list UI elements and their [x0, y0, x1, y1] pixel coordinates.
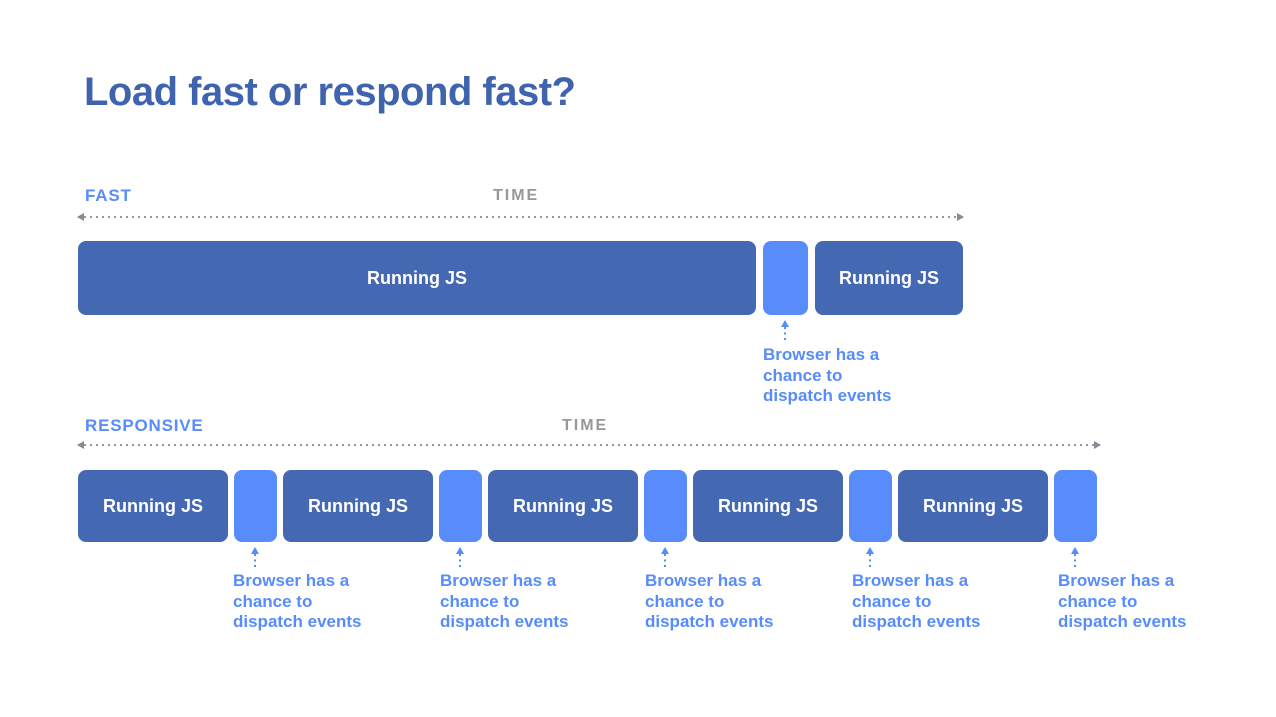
fast-running-js-bar-1: Running JS	[78, 241, 756, 315]
responsive-event-gap-bar-5	[1054, 470, 1097, 542]
fast-running-js-bar-2: Running JS	[815, 241, 963, 315]
annotation-line: dispatch events	[1058, 612, 1187, 631]
annotation-line: dispatch events	[763, 386, 892, 405]
annotation-line: Browser has a	[763, 345, 880, 364]
annotation-line: dispatch events	[852, 612, 981, 631]
annotation-line: dispatch events	[645, 612, 774, 631]
responsive-timeline-label: RESPONSIVE	[85, 416, 204, 435]
responsive-running-js-bar-2: Running JS	[283, 470, 433, 542]
annotation-line: Browser has a	[440, 571, 557, 590]
annotation-line: chance to	[1058, 591, 1138, 611]
annotation-line: dispatch events	[233, 612, 362, 631]
running-js-label: Running JS	[367, 267, 467, 288]
running-js-label: Running JS	[513, 495, 613, 516]
annotation-line: dispatch events	[440, 612, 569, 631]
responsive-running-js-bar-1: Running JS	[78, 470, 228, 542]
annotation-line: Browser has a	[1058, 571, 1175, 590]
annotation-line: Browser has a	[233, 571, 350, 590]
responsive-annotation-1: Browser has a chance to dispatch events	[233, 571, 393, 633]
fast-annotation-1: Browser has a chance to dispatch events	[763, 345, 923, 407]
responsive-running-js-bar-4: Running JS	[693, 470, 843, 542]
annotation-up-arrow	[1071, 547, 1079, 570]
responsive-event-gap-bar-3	[644, 470, 687, 542]
responsive-time-label: TIME	[562, 417, 609, 434]
fast-time-axis-arrow	[77, 213, 964, 221]
responsive-event-gap-bar-1	[234, 470, 277, 542]
responsive-running-js-bar-5: Running JS	[898, 470, 1048, 542]
running-js-label: Running JS	[308, 495, 408, 516]
responsive-running-js-bar-3: Running JS	[488, 470, 638, 542]
annotation-line: Browser has a	[645, 571, 762, 590]
responsive-annotation-3: Browser has a chance to dispatch events	[645, 571, 805, 633]
responsive-time-axis-arrow	[77, 441, 1101, 449]
fast-timeline-label: FAST	[85, 186, 132, 205]
running-js-label: Running JS	[718, 495, 818, 516]
annotation-line: chance to	[645, 591, 725, 611]
annotation-up-arrow	[661, 547, 669, 570]
running-js-label: Running JS	[923, 495, 1023, 516]
running-js-label: Running JS	[839, 267, 939, 288]
responsive-annotation-2: Browser has a chance to dispatch events	[440, 571, 600, 633]
annotation-up-arrow	[456, 547, 464, 570]
responsive-annotation-5: Browser has a chance to dispatch events	[1058, 571, 1218, 633]
responsive-annotation-4: Browser has a chance to dispatch events	[852, 571, 1012, 633]
annotation-line: chance to	[763, 365, 843, 385]
slide-title: Load fast or respond fast?	[84, 70, 576, 114]
annotation-up-arrow	[251, 547, 259, 570]
annotation-line: Browser has a	[852, 571, 969, 590]
fast-event-gap-bar-1	[763, 241, 808, 315]
running-js-label: Running JS	[103, 495, 203, 516]
annotation-line: chance to	[440, 591, 520, 611]
annotation-up-arrow	[866, 547, 874, 570]
annotation-line: chance to	[852, 591, 932, 611]
fast-time-label: TIME	[493, 187, 540, 204]
annotation-line: chance to	[233, 591, 313, 611]
responsive-event-gap-bar-2	[439, 470, 482, 542]
annotation-up-arrow	[781, 320, 789, 343]
responsive-event-gap-bar-4	[849, 470, 892, 542]
